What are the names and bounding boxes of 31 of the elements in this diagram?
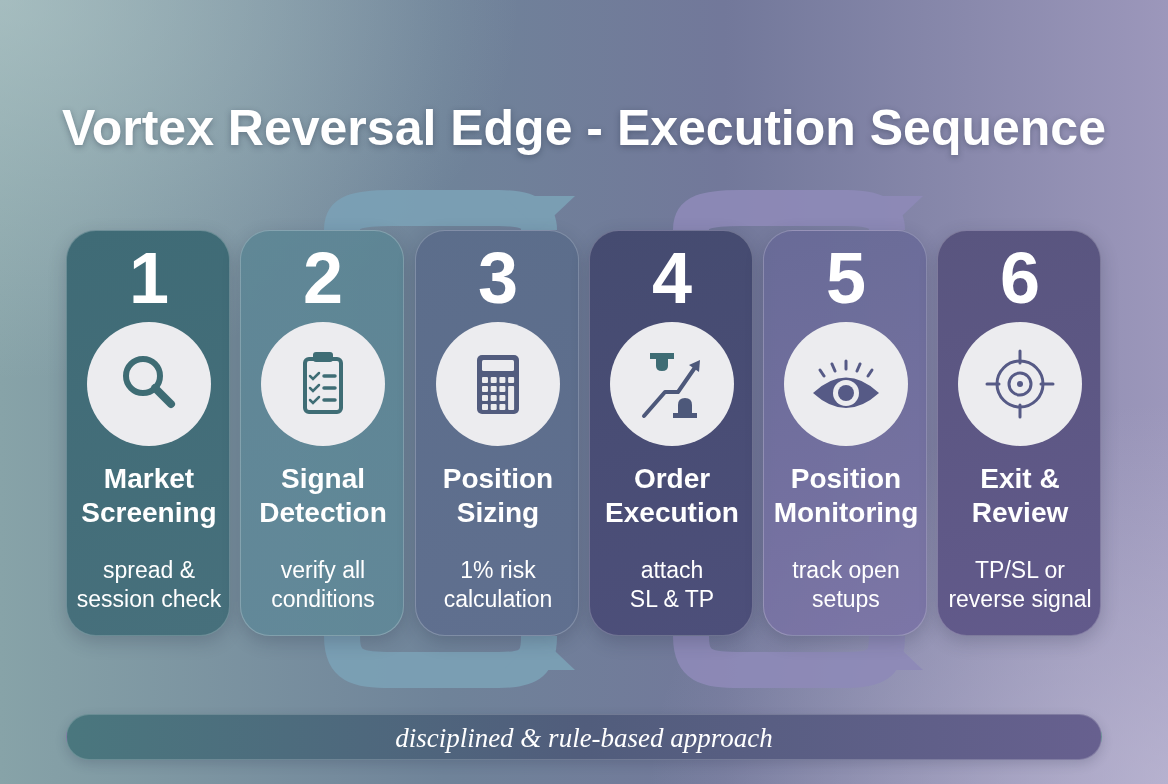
step-number: 1 xyxy=(128,238,169,318)
step-number: 6 xyxy=(999,238,1040,318)
step-description: attach SL & TP xyxy=(629,557,715,612)
curved-arrow xyxy=(673,635,922,688)
curved-arrow xyxy=(324,635,574,688)
step-title: Exit & Review xyxy=(971,463,1069,528)
step-card xyxy=(240,230,404,636)
step-number: 5 xyxy=(825,238,866,318)
banner xyxy=(66,714,1102,760)
step-number: 3 xyxy=(477,238,518,318)
step-card xyxy=(763,230,927,636)
step-number: 4 xyxy=(651,238,692,318)
step-title: Position Monitoring xyxy=(773,463,919,528)
step-description: TP/SL or reverse signal xyxy=(948,557,1092,612)
step-card xyxy=(66,230,230,636)
step-title: Signal Detection xyxy=(259,463,387,528)
tagline: disciplined & rule-based approach xyxy=(395,723,773,753)
step-card xyxy=(589,230,753,636)
step-title: Order Execution xyxy=(605,463,739,528)
step-title: Position Sizing xyxy=(442,463,554,528)
step-description: 1% risk calculation xyxy=(443,557,553,612)
step-description: verify all conditions xyxy=(271,557,375,612)
step-card xyxy=(415,230,579,636)
curved-arrow xyxy=(673,190,922,232)
curved-arrow xyxy=(324,190,574,232)
step-description: spread & session check xyxy=(76,557,222,612)
step-card xyxy=(937,230,1101,636)
step-description: track open setups xyxy=(792,557,900,612)
step-number: 2 xyxy=(302,238,343,318)
step-title: Market Screening xyxy=(81,463,217,528)
title: Vortex Reversal Edge - Execution Sequence xyxy=(62,100,1106,156)
